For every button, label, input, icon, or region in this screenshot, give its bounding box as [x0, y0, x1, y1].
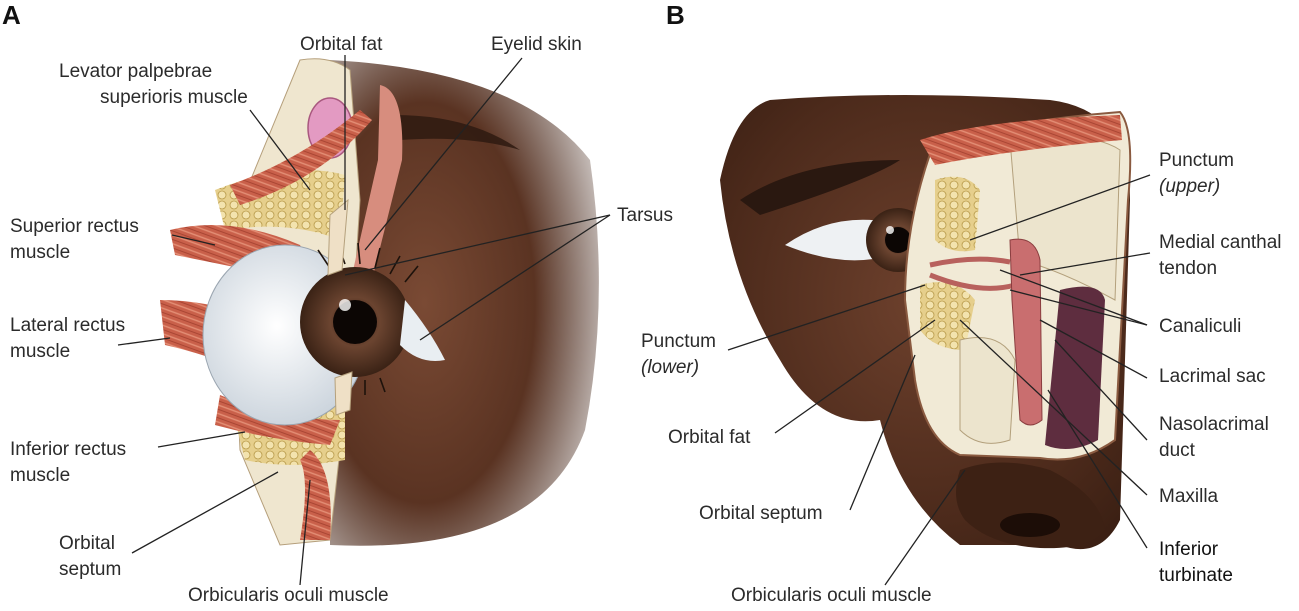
label-canaliculi: Canaliculi [1159, 316, 1242, 337]
label-orbital-fat-a: Orbital fat [300, 34, 383, 55]
eyebrow-b-icon [740, 160, 900, 215]
eyelid-skin-strip [352, 85, 403, 280]
label-levator-line2: superioris muscle [100, 87, 248, 108]
label-inferior-rectus-line2: muscle [10, 465, 71, 486]
label-orbital-septum-a-line2: septum [59, 559, 122, 580]
label-inferior-rectus-line1: Inferior rectus [10, 439, 127, 460]
label-maxilla: Maxilla [1159, 486, 1219, 507]
lacrimal-sac-icon [1009, 238, 1043, 426]
panel-b-illustration [720, 95, 1132, 550]
pupil-icon [333, 300, 377, 344]
fat-b [935, 176, 980, 252]
label-nasolacrimal-line1: Nasolacrimal [1159, 414, 1269, 435]
levator-muscle [230, 110, 372, 205]
upper-tarsus [327, 198, 349, 276]
maxilla-icon [959, 337, 1016, 444]
label-medial-canthal-line2: tendon [1159, 258, 1218, 279]
sclera-wedge [400, 300, 445, 361]
label-inferior-turbinate-line2: turbinate [1159, 565, 1233, 586]
lower-tarsus [334, 371, 353, 416]
leader-lines [117, 55, 1151, 586]
label-eyelid-skin: Eyelid skin [491, 34, 582, 55]
label-inferior-turbinate-line1: Inferior [1159, 539, 1219, 560]
panel-a-illustration [160, 58, 599, 546]
label-lateral-rectus-line2: muscle [10, 341, 71, 362]
label-levator-line1: Levator palpebrae [59, 61, 213, 82]
label-punctum-upper-line1: Punctum [1159, 150, 1234, 171]
label-orbital-fat-b: Orbital fat [668, 427, 751, 448]
orbicularis-muscle-a [300, 450, 331, 540]
panel-label-a: A [2, 0, 21, 30]
face-skin-a [330, 60, 599, 546]
label-lateral-rectus-line1: Lateral rectus [10, 315, 126, 336]
canaliculi-icon [929, 256, 1016, 291]
label-tarsus: Tarsus [617, 205, 673, 226]
label-medial-canthal-line1: Medial canthal [1159, 232, 1282, 253]
orbicularis-muscle-b [920, 115, 1122, 165]
label-orbital-septum-b: Orbital septum [699, 503, 823, 524]
nose-icon [956, 462, 1105, 549]
label-punctum-lower-line2: (lower) [641, 357, 700, 378]
label-punctum-lower-line1: Punctum [641, 331, 716, 352]
fat-b-lower [920, 282, 975, 350]
label-orbital-septum-a-line1: Orbital [59, 533, 115, 554]
label-orbicularis-a: Orbicularis oculi muscle [188, 585, 389, 606]
label-lacrimal-sac: Lacrimal sac [1159, 366, 1266, 387]
label-orbicularis-b: Orbicularis oculi muscle [731, 585, 932, 606]
label-superior-rectus-line2: muscle [10, 242, 71, 263]
panel-label-b: B [666, 0, 685, 30]
eyebrow-icon [395, 115, 520, 150]
label-nasolacrimal-line2: duct [1159, 440, 1195, 461]
label-punctum-upper-line2: (upper) [1159, 176, 1221, 197]
label-superior-rectus-line1: Superior rectus [10, 216, 139, 237]
